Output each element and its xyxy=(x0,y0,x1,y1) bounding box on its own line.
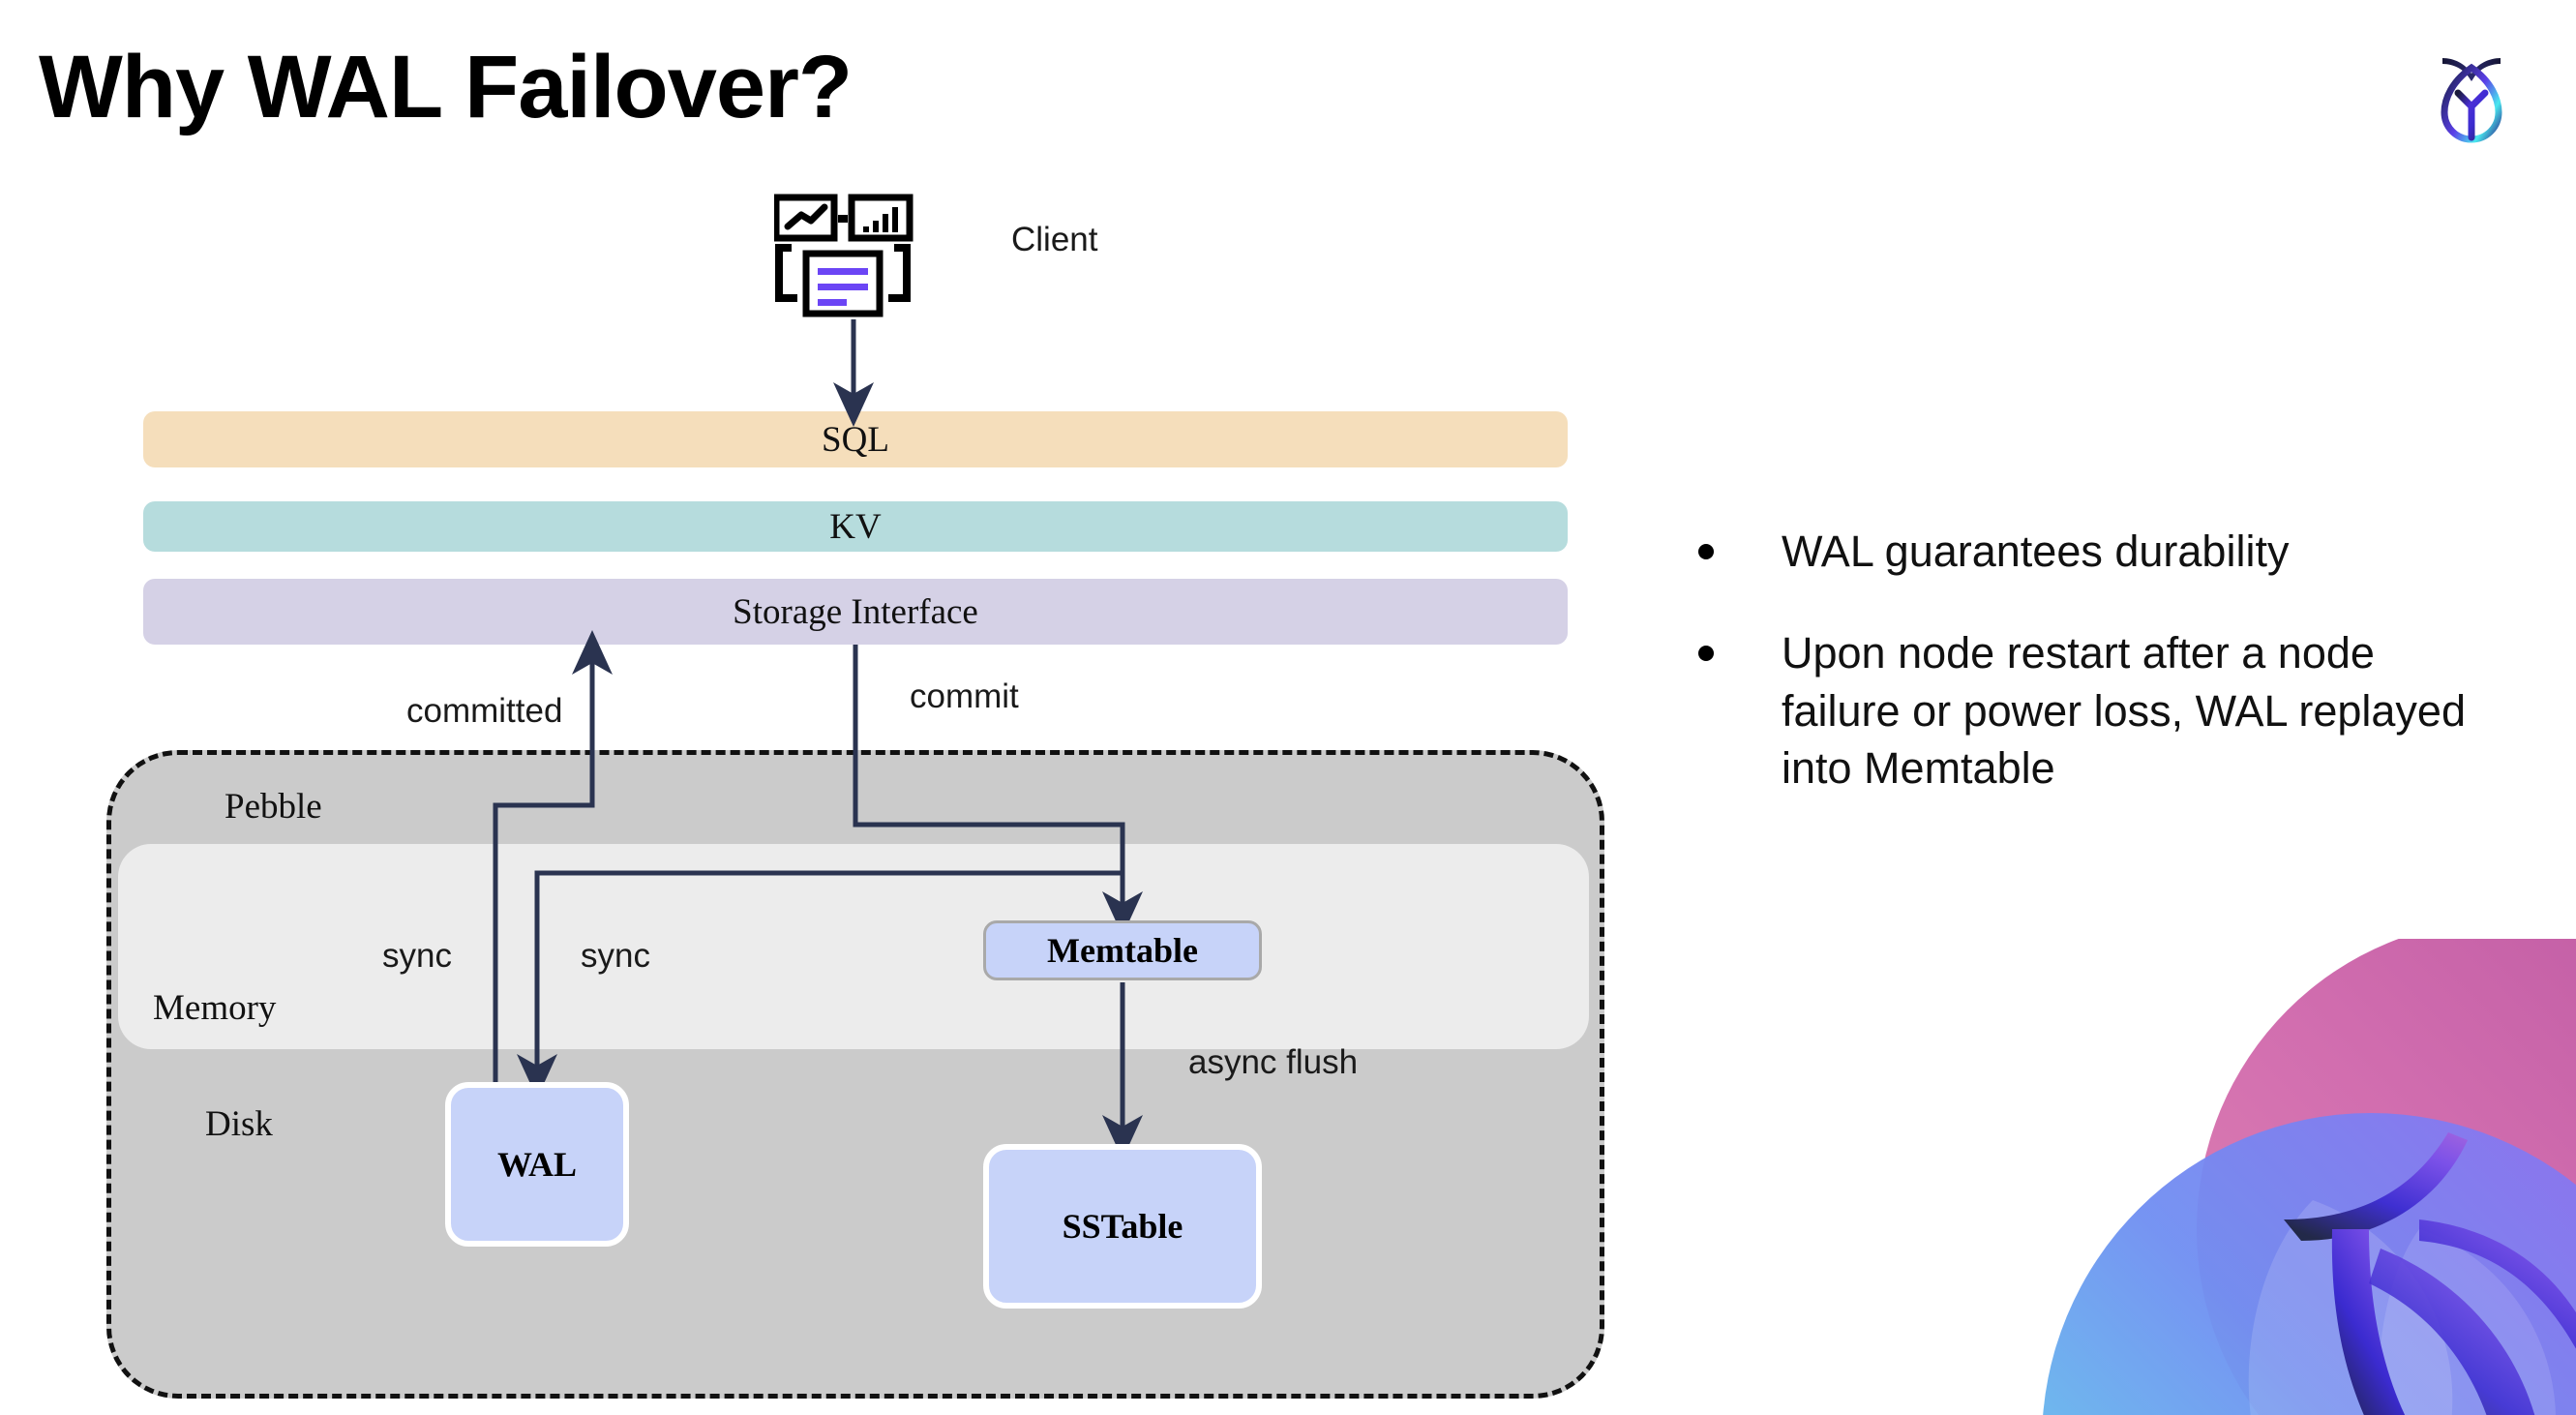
bullet-text: WAL guarantees durability xyxy=(1782,527,2290,576)
node-memtable: Memtable xyxy=(983,920,1262,980)
disk-label: Disk xyxy=(205,1104,273,1144)
client-dashboard-icon xyxy=(772,194,929,329)
edge-label-sync-right: sync xyxy=(581,937,650,975)
list-item: WAL guarantees durability xyxy=(1698,523,2501,580)
bullet-list: WAL guarantees durability Upon node rest… xyxy=(1698,523,2501,842)
list-item: Upon node restart after a node failure o… xyxy=(1698,624,2501,797)
layer-bar-storage-interface-label: Storage Interface xyxy=(733,591,978,632)
memory-label: Memory xyxy=(153,988,277,1028)
memory-region xyxy=(118,844,1589,1049)
node-wal: WAL xyxy=(445,1082,629,1247)
layer-bar-storage-interface: Storage Interface xyxy=(143,579,1568,645)
pebble-label: Pebble xyxy=(225,787,322,827)
cockroachdb-decorative-logo-art xyxy=(1964,939,2576,1415)
node-wal-label: WAL xyxy=(496,1145,578,1184)
cockroachdb-logo-icon xyxy=(2417,37,2526,153)
client-label: Client xyxy=(1011,221,1098,258)
node-sstable-label: SSTable xyxy=(1062,1207,1183,1246)
layer-bar-kv: KV xyxy=(143,501,1568,552)
layer-bar-kv-label: KV xyxy=(829,506,882,547)
layer-bar-sql-label: SQL xyxy=(822,419,889,460)
node-sstable: SSTable xyxy=(983,1144,1262,1309)
layer-bar-sql: SQL xyxy=(143,411,1568,467)
node-memtable-label: Memtable xyxy=(1047,931,1198,970)
bullet-dot-icon xyxy=(1698,646,1714,662)
edge-label-sync-left: sync xyxy=(382,937,452,975)
page-title: Why WAL Failover? xyxy=(39,38,853,136)
edge-label-commit: commit xyxy=(910,677,1019,715)
edge-label-committed: committed xyxy=(406,692,563,730)
bullet-dot-icon xyxy=(1698,544,1714,559)
bullet-text: Upon node restart after a node failure o… xyxy=(1782,628,2466,794)
edge-label-async-flush: async flush xyxy=(1188,1043,1359,1081)
